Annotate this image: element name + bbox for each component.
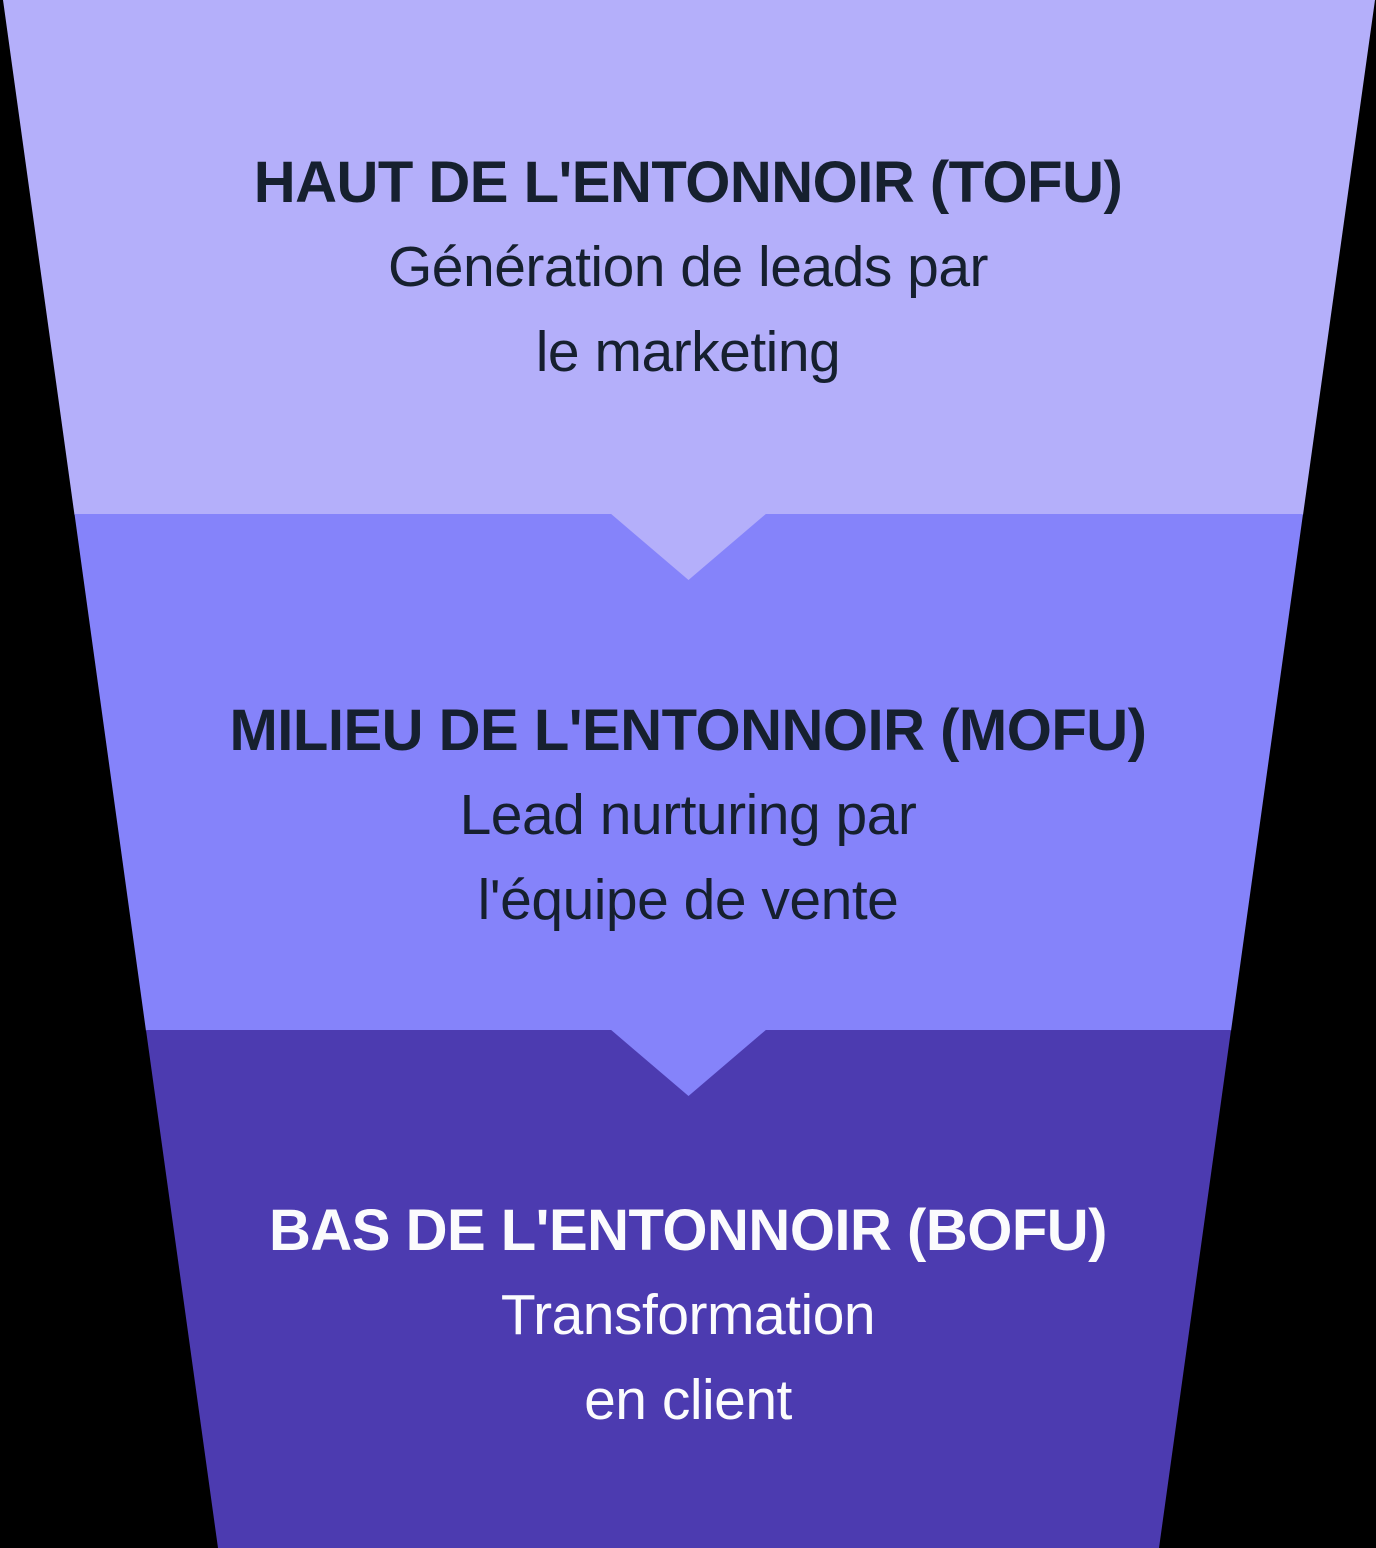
funnel-section-middle-shape (74, 514, 1303, 1031)
bofu-subtitle-line-2: en client (584, 1368, 792, 1432)
funnel-section-top-shape (3, 0, 1375, 515)
tofu-subtitle-line-1: Génération de leads par (387, 235, 989, 299)
funnel-label-bofu: BAS DE L'ENTONNOIR (BOFU) Transformation… (0, 1188, 1376, 1443)
mofu-title: MILIEU DE L'ENTONNOIR (MOFU) (229, 698, 1147, 763)
funnel-label-tofu: HAUT DE L'ENTONNOIR (TOFU) Génération de… (0, 140, 1376, 395)
bofu-subtitle-line-1: Transformation (500, 1283, 876, 1347)
mofu-subtitle-line-1: Lead nurturing par (459, 783, 917, 847)
arrow-down-icon (610, 513, 767, 580)
mofu-subtitle-line-2: l'équipe de vente (477, 868, 899, 932)
tofu-title: HAUT DE L'ENTONNOIR (TOFU) (253, 150, 1123, 215)
funnel-label-mofu: MILIEU DE L'ENTONNOIR (MOFU) Lead nurtur… (0, 688, 1376, 943)
bofu-title: BAS DE L'ENTONNOIR (BOFU) (269, 1198, 1108, 1263)
arrow-down-icon (610, 1029, 767, 1096)
tofu-subtitle-line-2: le marketing (535, 320, 841, 384)
funnel-section-bottom-shape (146, 1030, 1231, 1548)
